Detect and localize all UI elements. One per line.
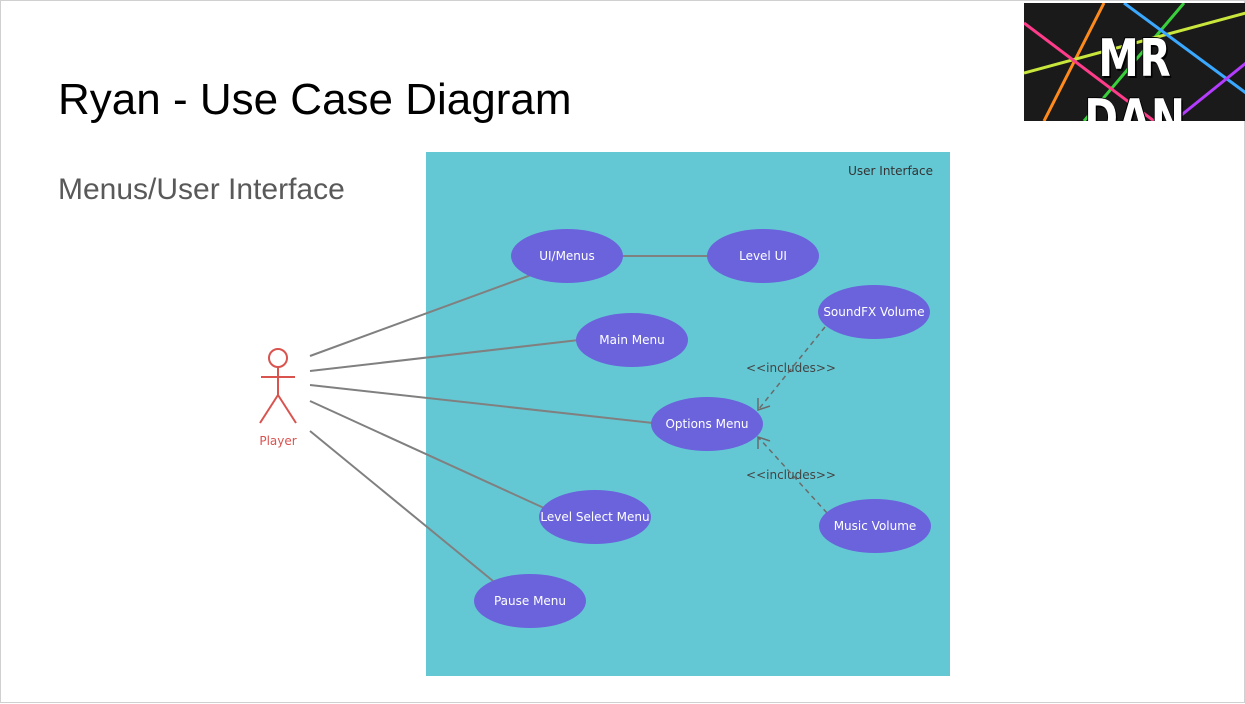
use-case-label: Pause Menu [494,594,566,608]
use-case-music-volume: Music Volume [819,499,931,553]
include-arrowheads [757,398,771,449]
assoc-options-menu [309,384,654,424]
slide-subtitle: Menus/User Interface [58,173,345,206]
use-case-label: Options Menu [665,417,748,431]
use-case-soundfx-volume: SoundFX Volume [818,285,930,339]
use-case-label: Main Menu [599,333,664,347]
logo-background [1024,3,1245,121]
use-case-level-select-menu: Level Select Menu [539,490,651,544]
use-case-label: Level Select Menu [540,510,649,524]
use-case-label: SoundFX Volume [823,305,924,319]
boundary-label: User Interface [848,164,933,178]
actor-left-leg [259,394,279,424]
use-case-label: UI/Menus [539,249,595,263]
assoc-pause-menu [309,430,494,582]
mr-dan-logo: MR DAN [1024,3,1245,121]
actor-label: Player [259,434,296,448]
actor-right-leg [277,394,297,424]
use-case-ui-menus: UI/Menus [511,229,623,283]
use-case-main-menu: Main Menu [576,313,688,367]
association-lines [309,255,708,582]
assoc-level-select [309,400,545,509]
arrowhead-soundfx [757,398,771,412]
use-case-label: Music Volume [834,519,917,533]
use-case-pause-menu: Pause Menu [474,574,586,628]
actor-head [268,348,288,368]
assoc-main-menu [309,339,580,372]
include-music-line [757,436,828,514]
use-case-level-ui: Level UI [707,229,819,283]
use-case-options-menu: Options Menu [651,397,763,451]
assoc-ui-menus [309,274,532,357]
slide-title: Ryan - Use Case Diagram [58,75,572,124]
arrowhead-music [757,435,771,449]
includes-label-1: <<includes>> [746,361,836,375]
player-actor [259,348,297,424]
includes-label-2: <<includes>> [746,468,836,482]
use-case-label: Level UI [739,249,787,263]
logo-text: MR DAN [1084,29,1186,121]
include-dependencies [757,326,828,514]
